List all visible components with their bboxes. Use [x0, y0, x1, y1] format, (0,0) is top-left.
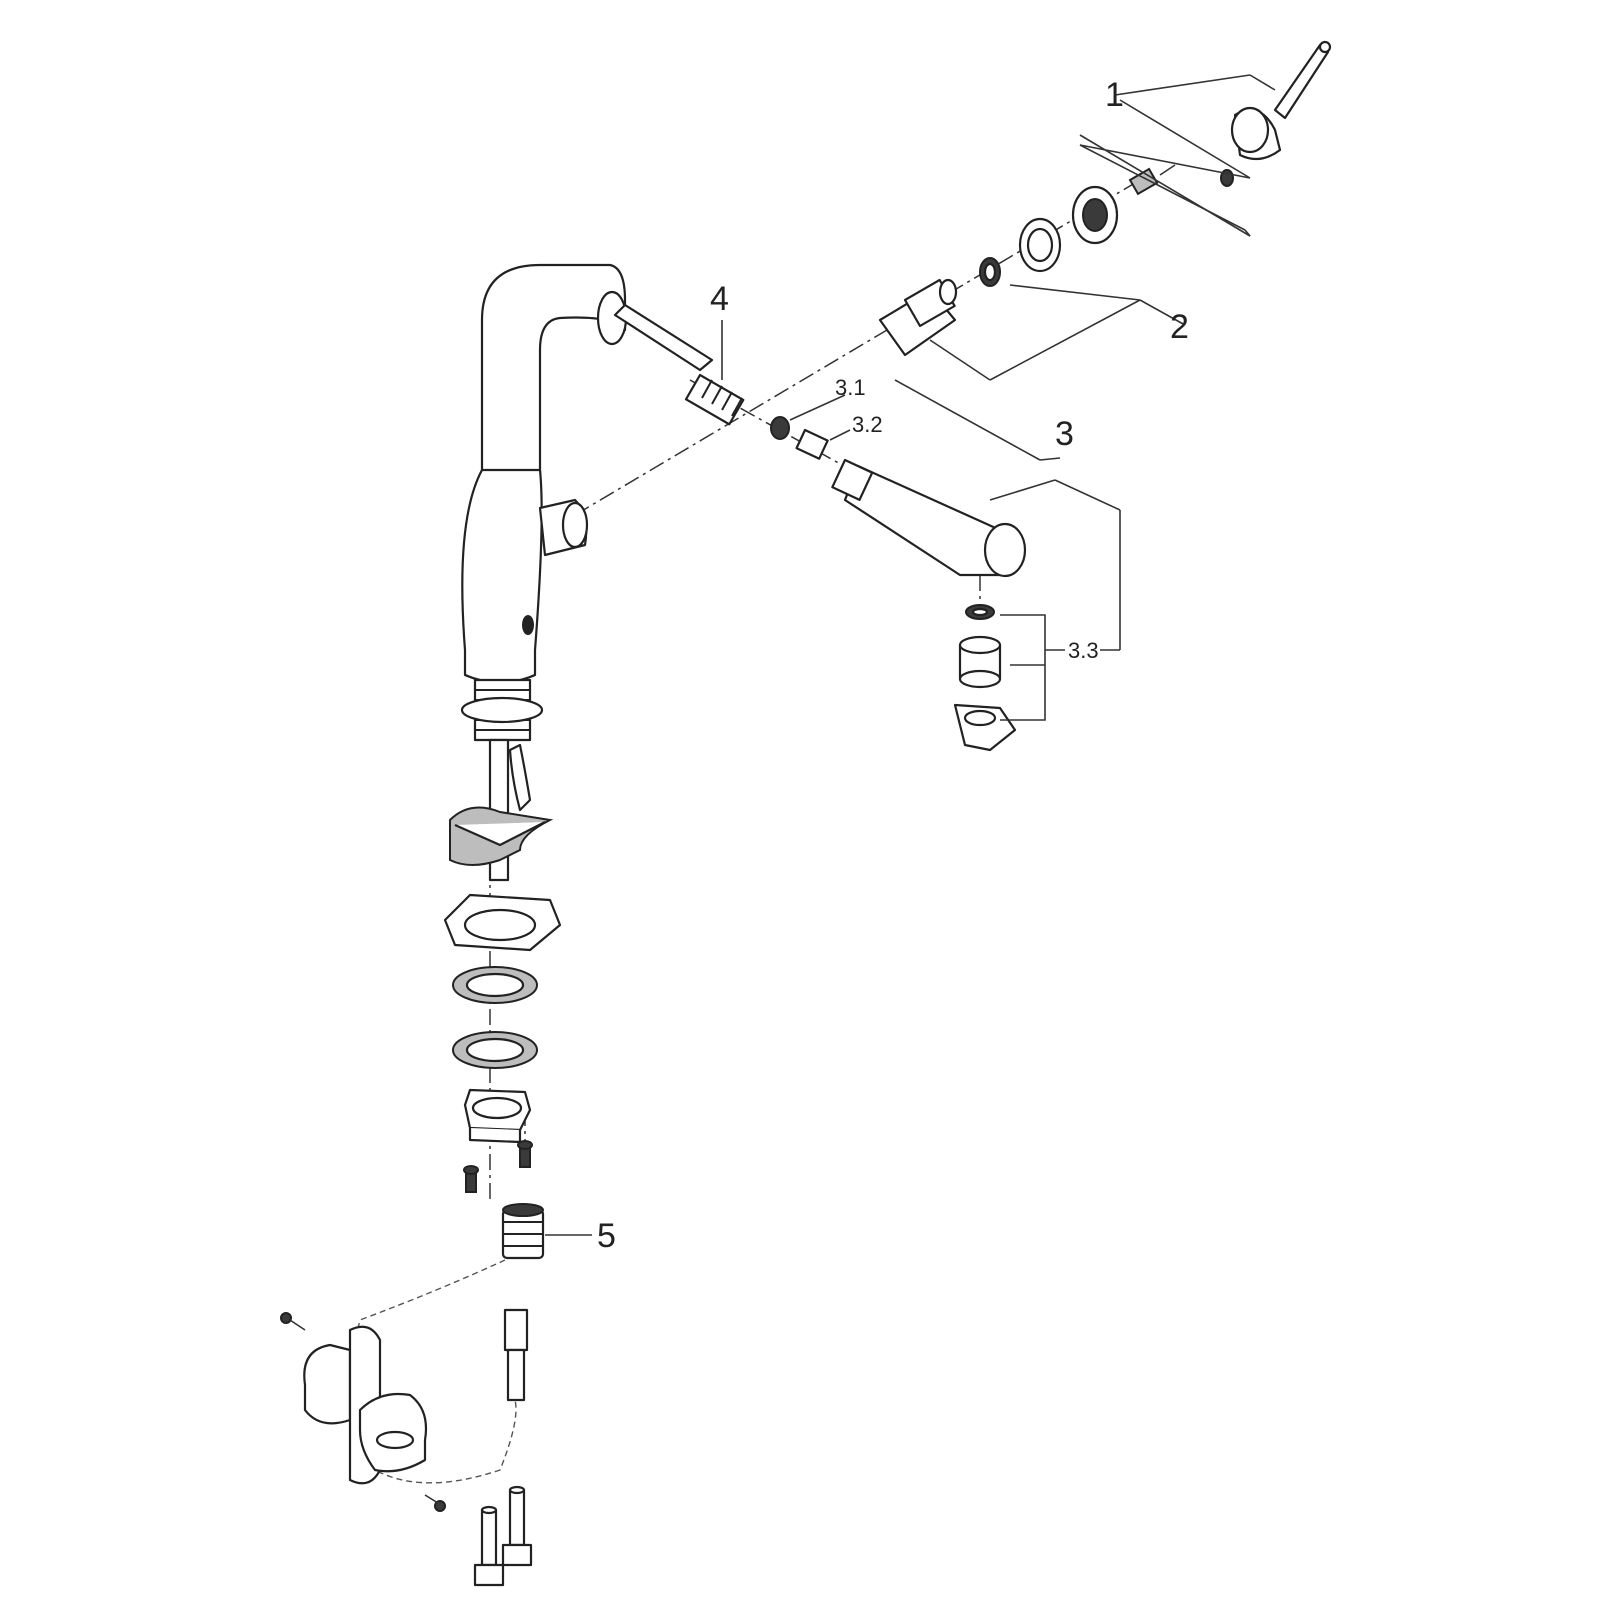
aerator-key: [953, 703, 1017, 752]
faucet-body: [449, 263, 628, 882]
cartridge-ring-small: [979, 257, 1001, 287]
callout-4: 4: [710, 280, 729, 318]
aerator: [958, 635, 1002, 689]
callout-1: 1: [1105, 76, 1124, 114]
callout-3-2: 3.2: [852, 412, 883, 437]
callout-3-1: 3.1: [835, 375, 866, 400]
handle-lever: [1230, 40, 1332, 161]
hose-coupling: [613, 303, 745, 426]
mounting-plate: [443, 893, 562, 952]
supply-hose-left: [473, 1505, 505, 1587]
quick-connector: [501, 1203, 545, 1260]
washer-2: [452, 1031, 538, 1069]
cartridge-cap-ring: [1071, 185, 1119, 245]
clip-screw-top: [280, 1312, 306, 1331]
aerator-washer: [965, 604, 995, 620]
hose-end-fitting: [503, 1308, 529, 1402]
clip-screw-bottom: [424, 1494, 446, 1512]
spray-head: [831, 458, 1027, 578]
callout-3: 3: [1055, 415, 1074, 453]
callout-5: 5: [597, 1217, 616, 1255]
screw-right: [517, 1140, 533, 1168]
callout-3-3: 3.3: [1068, 638, 1099, 663]
logo-mark: [522, 615, 534, 635]
mounting-nut-plate: [463, 1088, 532, 1144]
supply-hose-right: [501, 1485, 533, 1567]
washer-1: [452, 966, 538, 1004]
screw-left: [463, 1165, 479, 1193]
spray-valve-3-1: [770, 416, 790, 440]
callout-2: 2: [1170, 308, 1189, 346]
leader-lines: [545, 74, 1276, 1236]
spray-insert-3-2: [795, 428, 829, 460]
cartridge-ring-large: [1018, 217, 1062, 273]
assembly-axes: [489, 179, 1141, 1200]
callout-labels: 1 2 3 3.1 3.2 3.3 4 5: [597, 76, 1189, 1255]
handle-adapter: [1128, 164, 1176, 196]
hose-weight-clip: [303, 1325, 428, 1485]
cartridge: [878, 278, 958, 357]
